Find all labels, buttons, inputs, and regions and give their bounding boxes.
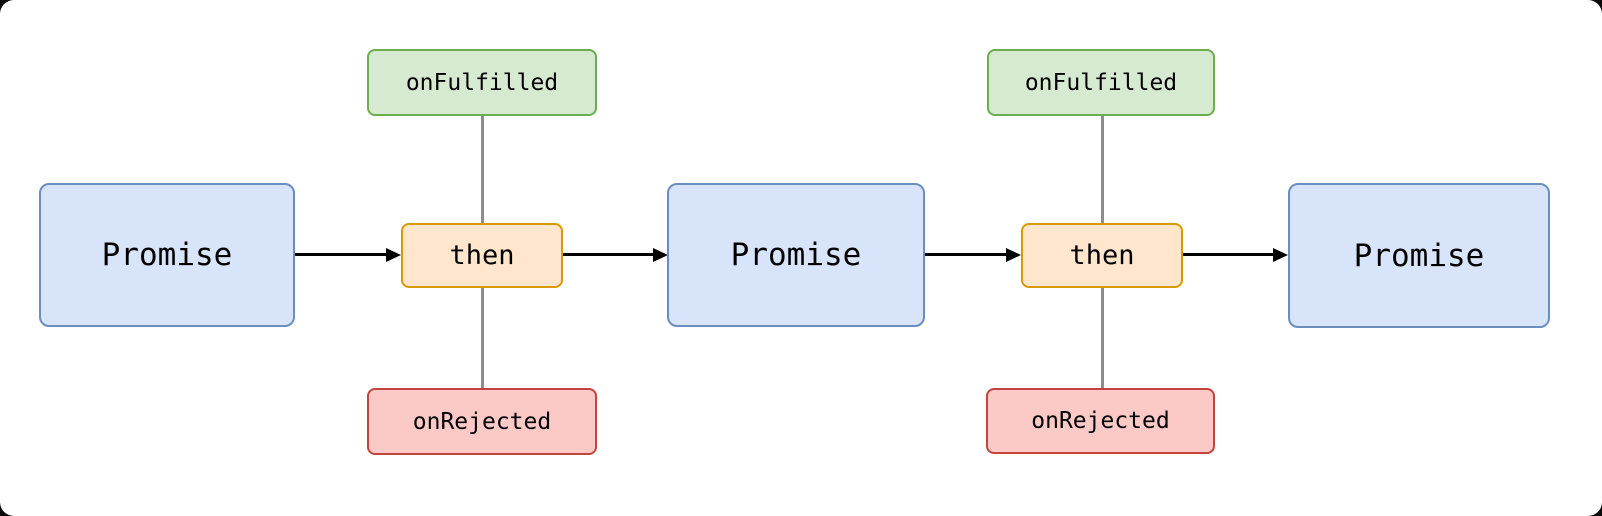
node-onfulfilled-1: onFulfilled xyxy=(367,49,597,116)
arrow-promise1-to-then1 xyxy=(295,247,401,262)
arrow-then2-to-promise3 xyxy=(1183,247,1288,262)
connector-onfulfilled1-then1 xyxy=(481,116,484,223)
node-onrejected-1: onRejected xyxy=(367,388,597,455)
node-onrejected-2: onRejected xyxy=(986,388,1215,454)
node-then-2: then xyxy=(1021,223,1183,288)
node-promise-1: Promise xyxy=(39,183,295,327)
connector-then2-onrejected2 xyxy=(1101,288,1104,388)
connector-then1-onrejected1 xyxy=(481,288,484,388)
node-promise-2: Promise xyxy=(667,183,925,327)
node-onfulfilled-2: onFulfilled xyxy=(987,49,1215,116)
connector-onfulfilled2-then2 xyxy=(1101,116,1104,223)
node-then-1: then xyxy=(401,223,563,288)
node-promise-3: Promise xyxy=(1288,183,1550,328)
arrow-then1-to-promise2 xyxy=(563,247,668,262)
arrow-promise2-to-then2 xyxy=(925,247,1021,262)
